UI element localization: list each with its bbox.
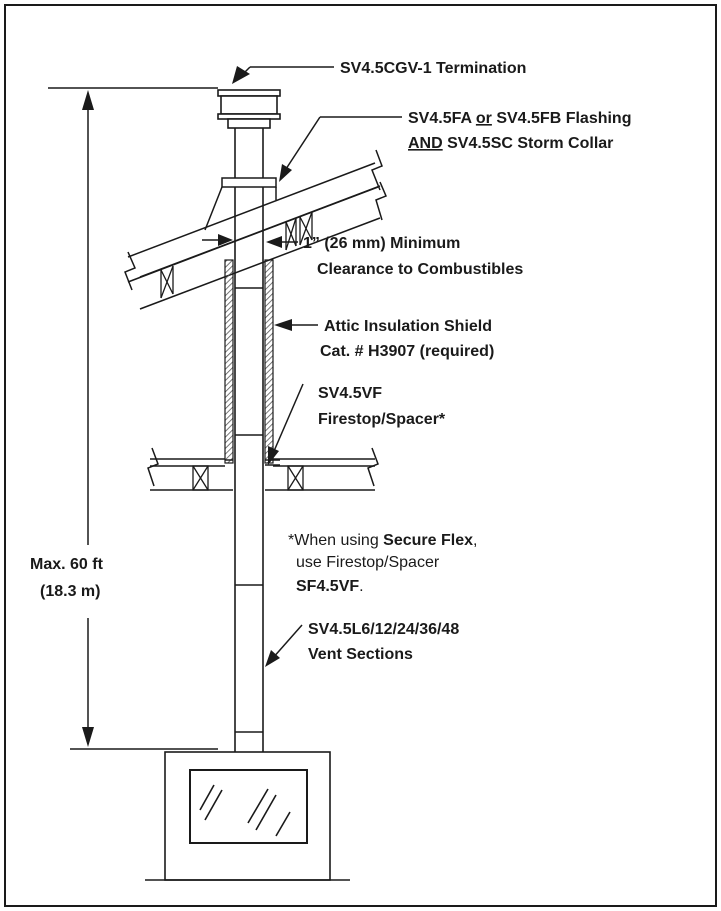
arrow-vent [265,650,280,667]
termination-label: SV4.5CGV-1 Termination [340,60,526,77]
clearance-label-line1: 1” (26 mm) Minimum [303,235,460,252]
joist-blocks [192,465,304,491]
clearance-label-line2: Clearance to Combustibles [317,261,523,278]
firestop-label-line2: Firestop/Spacer* [318,411,446,428]
attic-insulation-shield-left [224,259,234,464]
rafter-blocks [160,211,313,299]
leader-lines [202,66,402,660]
diagram-frame [4,4,717,907]
arrow-clearance-left [218,234,233,246]
height-label-line1: Max. 60 ft [30,556,104,573]
flashing-label-line1: SV4.5FA or SV4.5FB Flashing [408,110,631,127]
shield-label-line1: Attic Insulation Shield [324,318,492,335]
height-arrow-bottom [82,727,94,747]
storm-collar-flashing [204,177,277,231]
height-label-line2: (18.3 m) [40,583,100,600]
firestop-label-line1: SV4.5VF [318,385,382,402]
termination-cap [217,89,281,129]
roof-rafter [124,149,387,310]
note-line2: use Firestop/Spacer [296,554,440,571]
flashing-label-line2: AND SV4.5SC Storm Collar [408,135,613,152]
ceiling-joist [147,447,379,491]
arrow-flashing [279,164,292,182]
stove [145,751,350,881]
note-line1: *When using Secure Flex, [288,532,477,549]
firestop-spacer [225,459,280,466]
vent-label-line1: SV4.5L6/12/24/36/48 [308,621,459,638]
arrow-clearance-right [266,236,282,248]
note-line3: SF4.5VF. [296,578,364,595]
height-dimension [48,87,218,750]
attic-insulation-shield-right [264,259,274,464]
arrow-shield [274,319,292,331]
arrow-termination [232,66,250,84]
arrow-firestop [268,446,279,465]
height-arrow-top [82,90,94,110]
vent-pipe [234,128,264,752]
vent-label-line2: Vent Sections [308,646,413,663]
shield-label-line2: Cat. # H3907 (required) [320,343,494,360]
